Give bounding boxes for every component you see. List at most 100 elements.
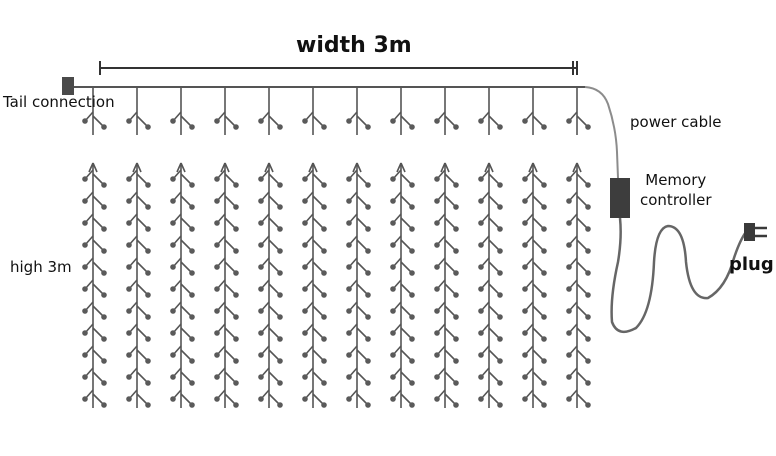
led-wire xyxy=(576,349,588,361)
led-bulb xyxy=(258,198,264,204)
led-wire xyxy=(488,173,500,185)
led-bulb xyxy=(302,176,308,182)
led-wire xyxy=(92,283,104,295)
led-bulb xyxy=(126,118,132,124)
led-bulb xyxy=(453,402,459,408)
led-bulb xyxy=(453,248,459,254)
led-bulb xyxy=(302,374,308,380)
led-bulb xyxy=(346,220,352,226)
led-bulb xyxy=(258,220,264,226)
led-wire xyxy=(268,327,280,339)
led-bulb xyxy=(189,124,195,130)
led-wire xyxy=(576,217,588,229)
led-bulb xyxy=(170,118,176,124)
led-wire xyxy=(224,327,236,339)
led-bulb xyxy=(390,374,396,380)
led-wire xyxy=(400,162,406,173)
led-wire xyxy=(136,327,148,339)
led-wire xyxy=(532,162,538,173)
led-bulb xyxy=(258,396,264,402)
led-bulb xyxy=(497,380,503,386)
led-bulb xyxy=(585,314,591,320)
led-wire xyxy=(532,393,544,405)
led-wire xyxy=(400,349,412,361)
led-bulb xyxy=(101,182,107,188)
led-wire xyxy=(136,173,148,185)
led-bulb xyxy=(214,286,220,292)
led-bulb xyxy=(189,248,195,254)
led-bulb xyxy=(189,204,195,210)
led-bulb xyxy=(346,198,352,204)
led-wire xyxy=(400,393,412,405)
led-bulb xyxy=(101,292,107,298)
led-bulb xyxy=(145,226,151,232)
led-bulb xyxy=(522,308,528,314)
led-bulb xyxy=(189,292,195,298)
led-bulb xyxy=(346,330,352,336)
tail-connector xyxy=(62,77,74,95)
led-wire xyxy=(268,305,280,317)
led-wire xyxy=(356,283,368,295)
led-bulb xyxy=(409,402,415,408)
led-wire xyxy=(180,349,192,361)
led-wire xyxy=(180,239,192,251)
led-wire xyxy=(444,283,456,295)
led-bulb xyxy=(302,286,308,292)
led-bulb xyxy=(170,198,176,204)
led-wire xyxy=(400,217,412,229)
led-wire xyxy=(312,327,324,339)
led-bulb xyxy=(390,396,396,402)
led-bulb xyxy=(170,220,176,226)
led-wire xyxy=(356,162,362,173)
led-bulb xyxy=(434,198,440,204)
led-wire xyxy=(136,195,148,207)
led-wire xyxy=(180,305,192,317)
led-wire xyxy=(488,195,500,207)
led-wire xyxy=(356,115,368,127)
led-bulb xyxy=(214,118,220,124)
led-bulb xyxy=(409,182,415,188)
led-wire xyxy=(312,115,324,127)
led-bulb xyxy=(101,226,107,232)
led-bulb xyxy=(101,248,107,254)
led-bulb xyxy=(82,374,88,380)
led-bulb xyxy=(365,292,371,298)
led-bulb xyxy=(189,314,195,320)
led-bulb xyxy=(434,396,440,402)
led-wire xyxy=(488,327,500,339)
led-bulb xyxy=(390,308,396,314)
led-wire xyxy=(136,283,148,295)
led-wire xyxy=(488,261,500,273)
led-bulb xyxy=(365,182,371,188)
led-bulb xyxy=(453,292,459,298)
led-bulb xyxy=(214,198,220,204)
led-bulb xyxy=(453,182,459,188)
led-wire xyxy=(576,239,588,251)
led-bulb xyxy=(170,264,176,270)
led-bulb xyxy=(453,204,459,210)
led-wire xyxy=(444,115,456,127)
led-bulb xyxy=(214,352,220,358)
led-bulb xyxy=(277,182,283,188)
led-wire xyxy=(312,349,324,361)
led-wire xyxy=(400,239,412,251)
led-bulb xyxy=(258,308,264,314)
led-bulb xyxy=(566,308,572,314)
led-bulb xyxy=(101,380,107,386)
led-bulb xyxy=(82,242,88,248)
led-bulb xyxy=(189,358,195,364)
led-wire xyxy=(312,239,324,251)
led-bulb xyxy=(522,198,528,204)
led-bulb xyxy=(478,330,484,336)
led-wire xyxy=(488,162,494,173)
led-bulb xyxy=(497,402,503,408)
led-bulb xyxy=(82,118,88,124)
led-wire xyxy=(268,239,280,251)
led-bulb xyxy=(541,380,547,386)
led-wire xyxy=(136,371,148,383)
led-bulb xyxy=(258,374,264,380)
led-bulb xyxy=(566,220,572,226)
led-bulb xyxy=(101,402,107,408)
led-wire xyxy=(356,217,368,229)
